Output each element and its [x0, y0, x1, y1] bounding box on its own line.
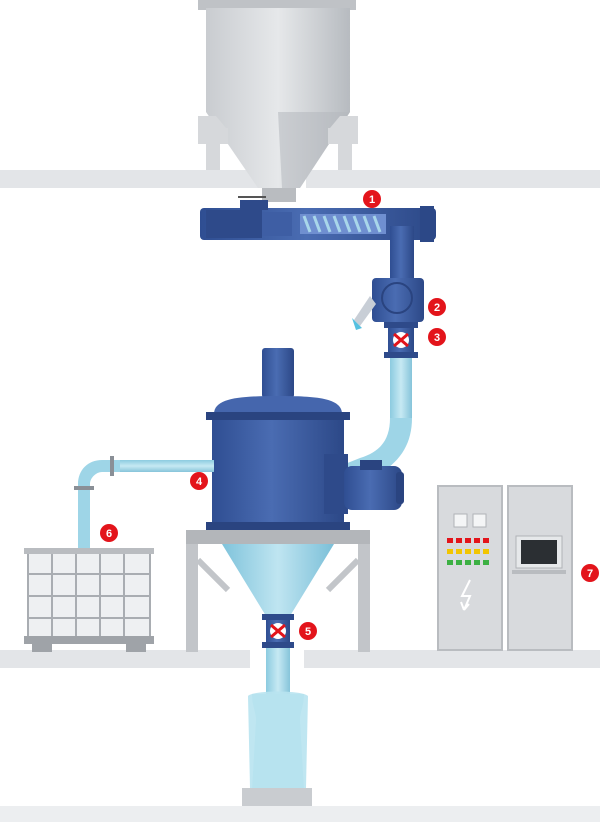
callout-number: 1 [369, 194, 375, 206]
callout-6: 6 [100, 524, 118, 542]
upper-floor-left [0, 170, 292, 188]
high-voltage-icon [460, 579, 472, 611]
ibc-tote [24, 548, 154, 652]
callout-number: 2 [434, 302, 440, 314]
callout-1: 1 [363, 190, 381, 208]
butterfly-valve-3 [384, 322, 418, 358]
auger-screw-icon [302, 215, 382, 233]
callout-2: 2 [428, 298, 446, 316]
upper-floor-right [306, 170, 600, 188]
control-cabinet-right [507, 485, 573, 651]
butterfly-valve-5 [262, 614, 294, 648]
callout-badge [299, 622, 317, 640]
callout-number: 7 [587, 568, 593, 580]
callout-7: 7 [581, 564, 599, 582]
callout-number: 4 [196, 476, 203, 488]
callout-4: 4 [190, 472, 208, 490]
hmi-screen [521, 540, 557, 564]
sieve-unit [352, 278, 424, 330]
floor-slabs [0, 170, 600, 822]
receiving-bag [242, 691, 312, 806]
callout-markers: 1 2 3 4 5 6 7 [100, 190, 599, 640]
callout-badge [100, 524, 118, 542]
callout-badge [428, 328, 446, 346]
ground-line [0, 806, 600, 822]
callout-badge [190, 472, 208, 490]
indicator-lights [447, 538, 489, 565]
callout-5: 5 [299, 622, 317, 640]
discharge-pipe [266, 648, 290, 694]
callout-badge [581, 564, 599, 582]
liquid-feed-line [74, 456, 214, 554]
callout-badge [428, 298, 446, 316]
lower-floor-right [304, 650, 600, 668]
control-cabinet-left [437, 485, 503, 651]
mixing-vessel [186, 348, 404, 652]
lower-floor-left [0, 650, 250, 668]
callout-badge [363, 190, 381, 208]
screw-conveyor [200, 196, 436, 282]
callout-number: 6 [106, 528, 112, 540]
callout-number: 5 [305, 626, 311, 638]
callout-3: 3 [428, 328, 446, 346]
storage-hopper [198, 0, 358, 202]
callout-number: 3 [434, 332, 440, 344]
